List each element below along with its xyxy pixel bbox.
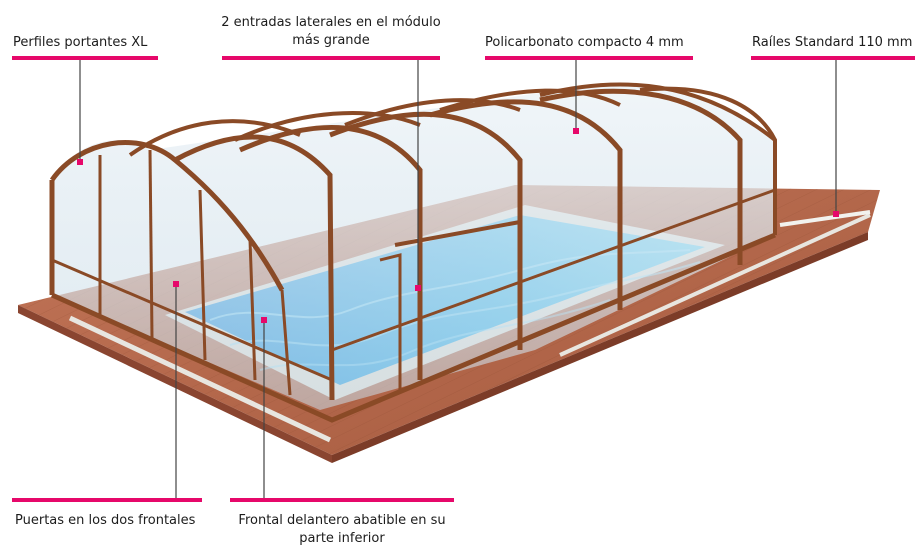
side-rails — [68, 210, 871, 443]
label-entrances-line2: más grande — [292, 33, 370, 48]
label-front-line2: parte inferior — [299, 531, 385, 546]
label-rails: Raíles Standard 110 mm — [752, 35, 913, 50]
enclosure-structure — [49, 82, 777, 423]
underline-front — [230, 498, 454, 502]
callout-marker-polycarbonate — [573, 128, 579, 134]
callout-marker-entrances — [415, 285, 421, 291]
underline-profiles — [12, 56, 158, 60]
label-polycarbonate: Policarbonato compacto 4 mm — [485, 35, 684, 50]
label-doors: Puertas en los dos frontales — [15, 513, 196, 528]
callout-marker-front — [261, 317, 267, 323]
callout-marker-profiles — [77, 159, 83, 165]
underline-entrances — [222, 56, 440, 60]
callout-marker-doors — [173, 281, 179, 287]
label-entrances: 2 entradas laterales en el módulo más gr… — [215, 14, 447, 50]
label-entrances-line1: 2 entradas laterales en el módulo — [221, 15, 441, 30]
label-front-line1: Frontal delantero abatible en su — [238, 513, 446, 528]
label-profiles: Perfiles portantes XL — [13, 35, 148, 50]
underline-polycarbonate — [485, 56, 693, 60]
underline-rails — [751, 56, 915, 60]
callout-lines — [77, 60, 839, 500]
label-front: Frontal delantero abatible en su parte i… — [225, 512, 459, 548]
callout-marker-rails — [833, 211, 839, 217]
underline-doors — [12, 498, 202, 502]
